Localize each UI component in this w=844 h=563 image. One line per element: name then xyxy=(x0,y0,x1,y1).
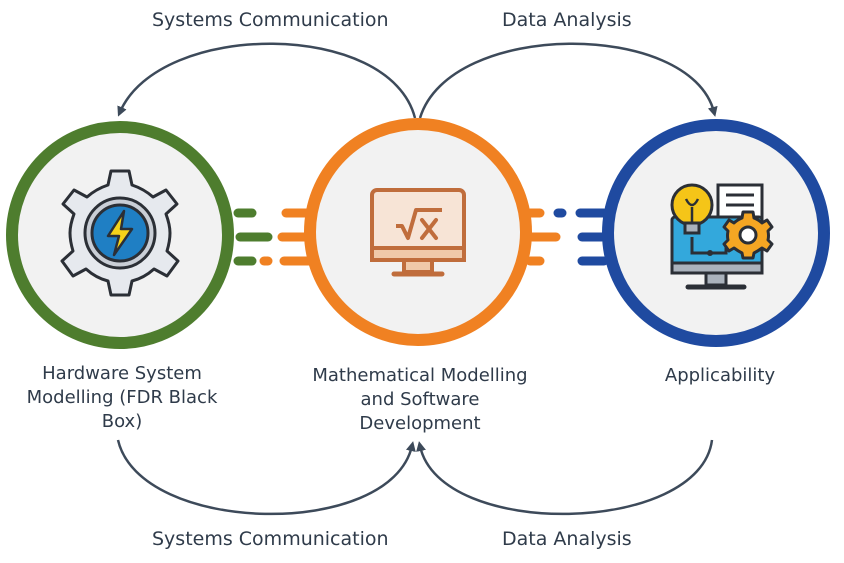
hardware-node-label: Hardware System Modelling (FDR Black Box… xyxy=(0,362,244,434)
top-left-edge-label: Systems Communication xyxy=(152,9,389,31)
top-left-arrow xyxy=(117,42,417,119)
bottom-left-arrow xyxy=(116,439,416,516)
hardware-label-line: Box) xyxy=(101,411,143,432)
bottom-right-arrow xyxy=(416,439,714,516)
bottom-right-edge-label: Data Analysis xyxy=(502,528,632,550)
math-node-label: Mathematical Modelling and Software Deve… xyxy=(292,364,548,436)
math-label-line: Mathematical Modelling xyxy=(312,365,528,386)
gear-lightning-icon xyxy=(60,169,180,297)
green-connector xyxy=(233,208,273,266)
applicability-label-line: Applicability xyxy=(664,365,776,386)
hardware-label-line: Modelling (FDR Black xyxy=(26,387,218,408)
bottom-left-edge-label: Systems Communication xyxy=(152,528,389,550)
math-label-line: and Software xyxy=(360,389,480,410)
applicability-node-label: Applicability xyxy=(620,364,820,388)
bulb-monitor-gear-icon xyxy=(670,183,774,290)
hardware-label-line: Hardware System xyxy=(42,363,202,384)
blue-connector xyxy=(553,208,609,266)
math-label-line: Development xyxy=(359,413,481,434)
monitor-sqrt-icon xyxy=(370,188,466,277)
top-right-arrow xyxy=(418,42,718,119)
top-right-edge-label: Data Analysis xyxy=(502,9,632,31)
orange-right-connector xyxy=(525,208,561,266)
